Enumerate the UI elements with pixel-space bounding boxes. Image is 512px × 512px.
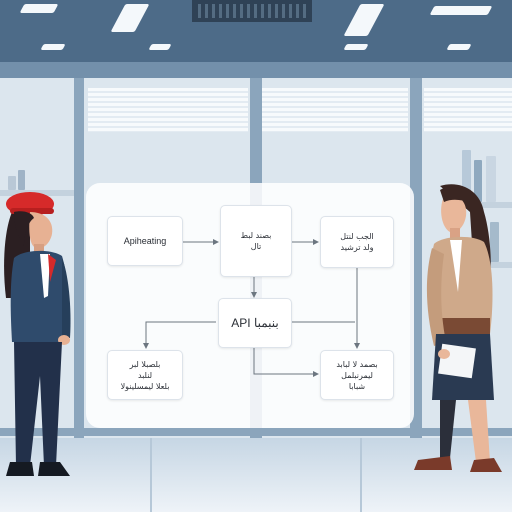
book bbox=[474, 160, 482, 202]
diagram-node-api-gateway: API بنبمبا bbox=[218, 298, 292, 348]
bookshelf-right bbox=[454, 202, 512, 208]
book bbox=[462, 150, 471, 202]
window-blind-3 bbox=[424, 88, 512, 132]
node-label: ولد ترشيد bbox=[340, 243, 374, 252]
window-frame bbox=[74, 78, 84, 440]
floor-line bbox=[150, 438, 152, 512]
diagram-node-database: بصمد لا لبابد ليمرنبلمل شبابا bbox=[320, 350, 394, 400]
node-label: الجب لنتل bbox=[340, 232, 374, 241]
paper-sheet bbox=[438, 343, 476, 379]
window-blind-1 bbox=[88, 88, 248, 132]
node-label: ليمرنبلمل bbox=[341, 370, 373, 380]
diagram-node-client-left: بلصبلا لبر لنلبد بلعلا ليمسلينولا bbox=[107, 350, 183, 400]
person-left bbox=[4, 192, 71, 476]
floor bbox=[0, 438, 512, 512]
node-label: تال bbox=[250, 242, 262, 251]
node-label: بلصبلا لبر bbox=[129, 359, 161, 369]
ceiling-beam bbox=[0, 62, 512, 78]
book bbox=[18, 170, 25, 190]
window-blind-2 bbox=[262, 88, 408, 132]
node-label: بلعلا ليمسلينولا bbox=[120, 381, 170, 391]
person-right bbox=[414, 184, 502, 472]
node-label: بصند لبط bbox=[240, 231, 272, 240]
connector-gateway-database bbox=[253, 348, 319, 377]
book bbox=[8, 176, 16, 190]
book bbox=[486, 156, 496, 202]
ceiling-vent bbox=[192, 0, 312, 22]
node-label: بصمد لا لبابد bbox=[336, 359, 378, 369]
node-label: لنلبد bbox=[137, 370, 153, 380]
diagram-node-service-top: بصند لبط تال bbox=[220, 205, 292, 277]
diagram-node-authorization: Apiheating bbox=[107, 216, 183, 266]
node-label: Apiheating bbox=[123, 235, 167, 246]
node-label: API بنبمبا bbox=[231, 315, 279, 330]
book bbox=[490, 222, 499, 262]
window-frame-bottom bbox=[0, 428, 512, 436]
connector-gateway-client bbox=[143, 321, 216, 349]
diagram-node-service-right: الجب لنتل ولد ترشيد bbox=[320, 216, 394, 268]
floor-line bbox=[360, 438, 362, 512]
node-label: شبابا bbox=[348, 381, 366, 391]
